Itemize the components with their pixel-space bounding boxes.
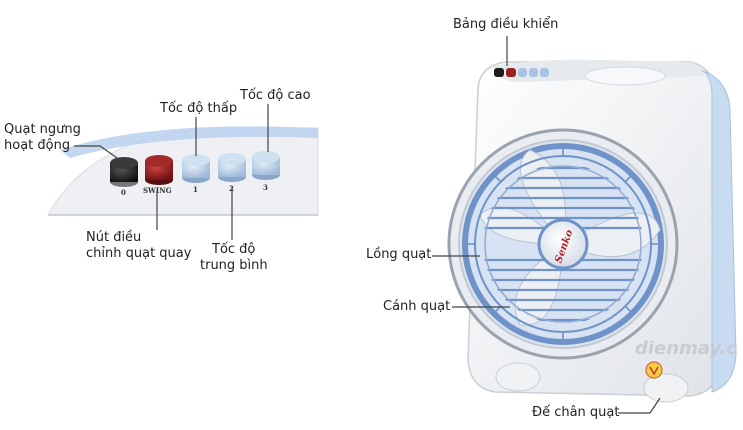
label-fan-cage: Lồng quạt: [366, 247, 432, 262]
speed-1-button[interactable]: [182, 154, 210, 183]
swing-button[interactable]: [145, 155, 173, 185]
left-foot: [495, 362, 541, 392]
right-foot: [643, 373, 689, 403]
button-caption-0: 0: [121, 188, 126, 197]
label-swing-line1: Nút điều: [86, 230, 142, 245]
label-swing-line2: chỉnh quạt quay: [86, 246, 192, 261]
label-off-line2: hoạt động: [4, 138, 71, 153]
top-speed-3-button[interactable]: [540, 68, 549, 77]
label-mid-line1: Tốc độ: [212, 242, 256, 257]
label-fan-blade: Cánh quạt: [383, 299, 451, 314]
grille-rim-ribs: [465, 146, 661, 342]
top-swing-button[interactable]: [506, 68, 516, 77]
speed-2-button[interactable]: [218, 153, 246, 182]
label-fan-base: Đế chân quạt: [532, 405, 620, 420]
label-mid-line2: trung bình: [200, 258, 268, 273]
top-speed-2-button[interactable]: [529, 68, 538, 77]
box-fan: Senko dienmay.c: [447, 59, 737, 403]
button-caption-1: 1: [193, 185, 198, 194]
label-high-speed: Tốc độ cao: [240, 88, 311, 103]
watermark-badge-icon: [645, 361, 663, 379]
label-off-line1: Quạt ngưng: [4, 122, 81, 137]
label-control-panel: Bảng điều khiển: [453, 17, 559, 32]
speed-3-button[interactable]: [252, 151, 280, 180]
label-low-speed: Tốc độ thấp: [160, 101, 238, 116]
watermark-text: dienmay.c: [635, 338, 737, 359]
button-caption-3: 3: [263, 183, 268, 192]
right-callout-lines: [432, 36, 661, 414]
left-callout-lines: [74, 104, 269, 240]
center-hub: [537, 218, 589, 270]
off-button[interactable]: [110, 157, 138, 187]
top-off-button[interactable]: [494, 68, 504, 77]
top-speed-1-button[interactable]: [518, 68, 527, 77]
